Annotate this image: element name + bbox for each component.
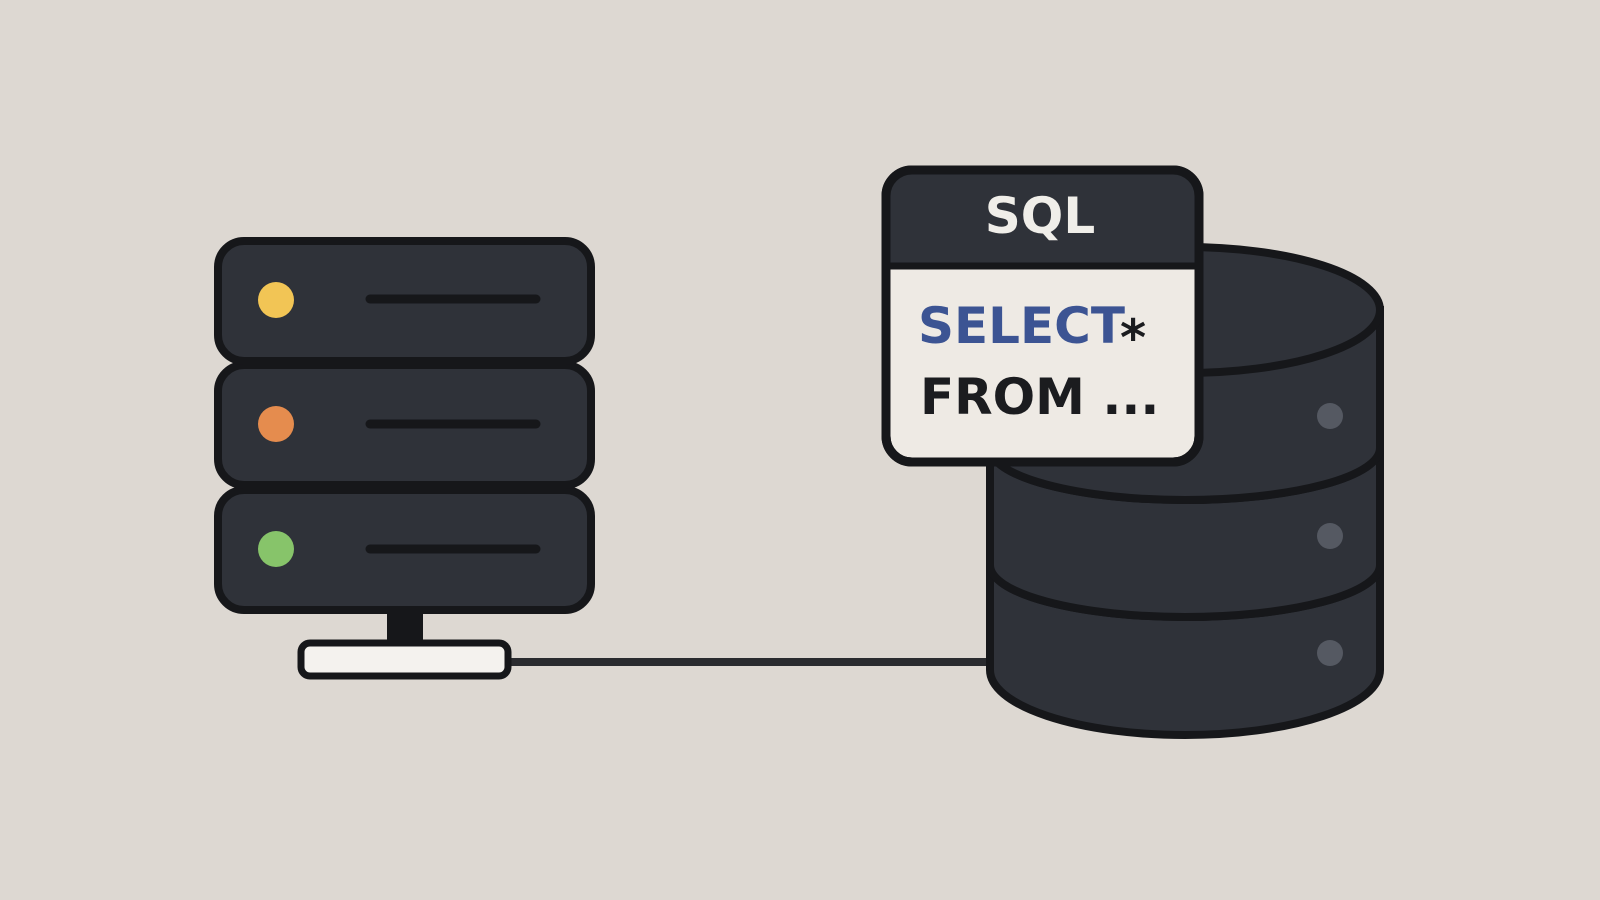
db-tier-1-led bbox=[1317, 403, 1343, 429]
db-tier-3-led bbox=[1317, 640, 1343, 666]
sql-card-header bbox=[886, 170, 1199, 266]
server-unit-2-led bbox=[258, 406, 294, 442]
server-unit-1 bbox=[214, 237, 595, 365]
server-unit-1-led bbox=[258, 282, 294, 318]
server-unit-2 bbox=[214, 361, 595, 489]
server-rack-icon bbox=[214, 237, 595, 680]
sql-wildcard-symbol: * bbox=[1120, 309, 1146, 367]
sql-keyword-select: SELECT bbox=[918, 297, 1125, 355]
server-unit-3-led bbox=[258, 531, 294, 567]
server-unit-3 bbox=[214, 486, 595, 614]
sql-card-title: SQL bbox=[985, 187, 1095, 245]
sql-from-line: FROM ... bbox=[920, 368, 1159, 426]
sql-query-card-icon: SQL SELECT * FROM ... bbox=[881, 165, 1204, 467]
db-tier-2-led bbox=[1317, 523, 1343, 549]
sql-card-outline bbox=[881, 165, 1204, 467]
server-base-plate bbox=[297, 639, 512, 680]
